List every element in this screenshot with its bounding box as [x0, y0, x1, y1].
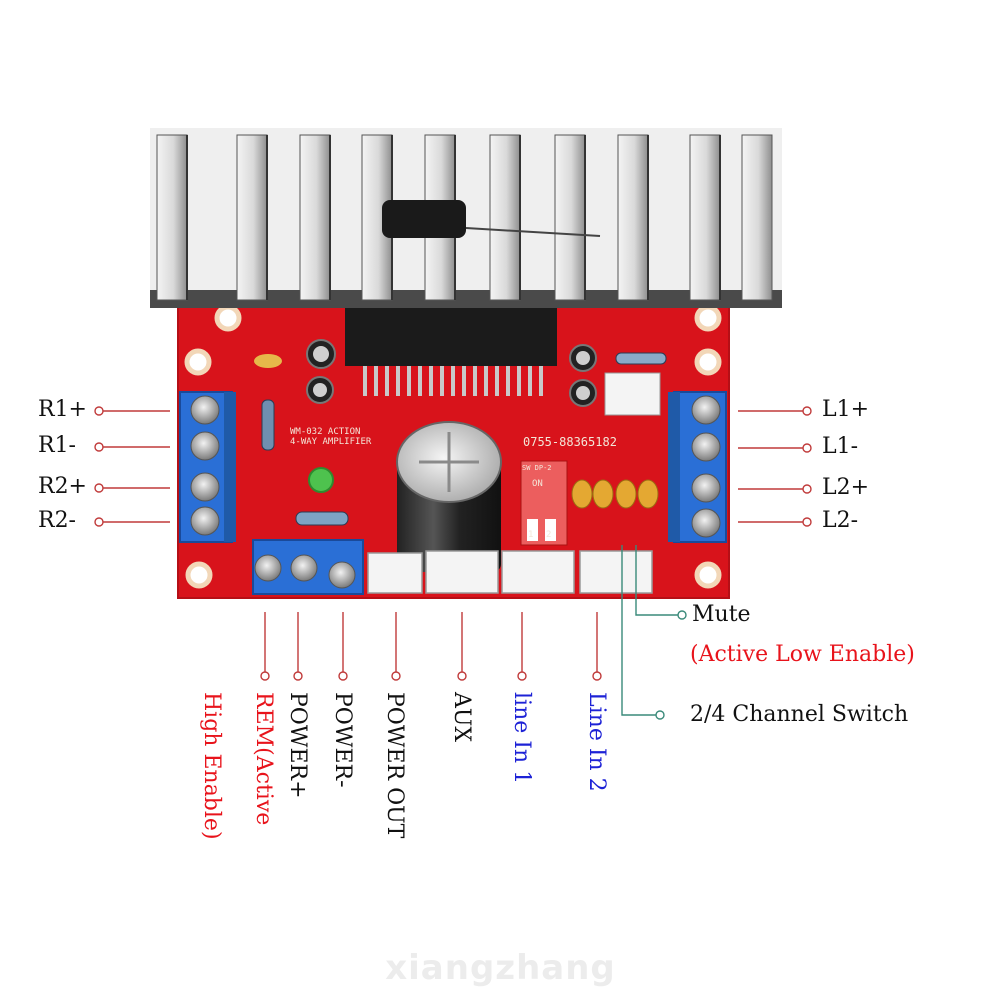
label-l1-plus: L1+ [822, 397, 870, 422]
label-l2-minus: L2- [822, 508, 859, 533]
power-led [308, 467, 334, 493]
ceramic-capacitors [571, 479, 659, 509]
small-capacitors [254, 339, 597, 407]
label-r2-minus: R2- [38, 508, 76, 533]
silkscreen: WM-032 ACTION 4-WAY AMPLIFIER 0755-88365… [290, 427, 617, 540]
label-power-minus: POWER- [330, 692, 355, 788]
label-mute-note: (Active Low Enable) [690, 642, 915, 667]
label-l2-plus: L2+ [822, 475, 870, 500]
label-line-in-2: Line In 2 [584, 692, 609, 792]
label-high-enable: High Enable) [199, 692, 224, 840]
amplifier-ic [345, 308, 557, 396]
label-power-out: POWER OUT [382, 692, 407, 839]
silk-type: 4-WAY AMPLIFIER [290, 437, 372, 447]
label-aux: AUX [449, 692, 474, 743]
label-l1-minus: L1- [822, 434, 859, 459]
signal-connectors [367, 550, 653, 594]
label-r1-plus: R1+ [38, 397, 87, 422]
label-channel-switch: 2/4 Channel Switch [690, 702, 909, 727]
label-power-plus: POWER+ [285, 692, 310, 799]
right-terminal-block [668, 391, 727, 543]
silk-model: WM-032 ACTION [290, 427, 360, 437]
silk-switch-1: 1 [528, 530, 533, 540]
silk-switch-name: SW DP-2 [522, 464, 552, 472]
dip-switch [520, 460, 568, 546]
power-terminal-block [252, 539, 364, 595]
silk-switch-on: ON [532, 479, 543, 489]
mute-connector [604, 372, 661, 416]
silk-phone: 0755-88365182 [523, 435, 617, 449]
silk-switch-2: 2 [546, 530, 551, 540]
left-terminal-block [179, 391, 236, 543]
label-r1-minus: R1- [38, 433, 76, 458]
resistors [261, 352, 667, 526]
filter-capacitor [396, 421, 502, 572]
watermark: xiangzhang [385, 948, 616, 988]
label-mute: Mute [692, 602, 751, 627]
heatsink [150, 128, 782, 308]
label-r2-plus: R2+ [38, 474, 87, 499]
label-line-in-1: line In 1 [509, 692, 534, 785]
label-rem: REM(Active [251, 692, 276, 826]
leader-lines [94, 406, 812, 720]
